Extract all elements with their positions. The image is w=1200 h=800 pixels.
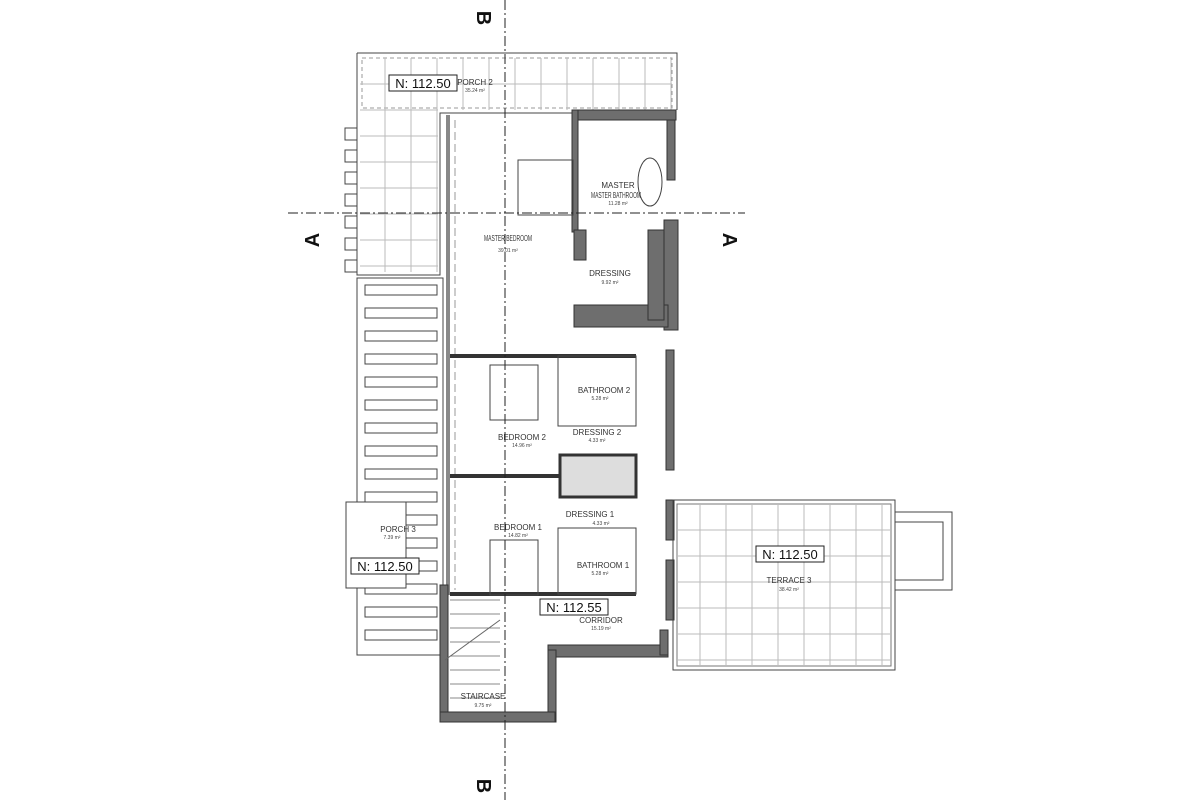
- room-label: BEDROOM 1: [494, 523, 543, 532]
- room-label: STAIRCASE: [461, 692, 506, 701]
- house-walls: [446, 109, 679, 723]
- svg-text:N: 112.55: N: 112.55: [546, 600, 601, 615]
- level-tag-porch2: N: 112.50: [388, 74, 458, 92]
- walkway-slat: [364, 629, 438, 641]
- room-label: MASTER BATHROOM: [591, 191, 641, 200]
- room-area: 38.42 m²: [779, 587, 799, 593]
- svg-text:N: 112.50: N: 112.50: [357, 559, 412, 574]
- room-area: 9.75 m²: [475, 703, 492, 709]
- step-block: [344, 171, 358, 185]
- porch-2-area: [344, 52, 678, 276]
- walkway-slat: [364, 284, 438, 296]
- step-block: [344, 149, 358, 163]
- level-tag-terrace3: N: 112.50: [755, 545, 825, 563]
- room-area: 4.33 m²: [589, 438, 606, 444]
- porch-3-outline: [345, 501, 407, 589]
- walkway-slat: [364, 468, 438, 480]
- room-label: MASTER BEDROOM: [484, 234, 532, 243]
- level-tag-porch3: N: 112.50: [350, 557, 420, 575]
- room-label: BATHROOM 1: [577, 561, 630, 570]
- room-area: 9.92 m²: [602, 280, 619, 286]
- room-area: 39.01 m²: [498, 248, 518, 254]
- porch-steps: [344, 127, 358, 273]
- room-area: 7.39 m²: [384, 535, 401, 541]
- side-walkway: [356, 277, 444, 656]
- room-label: BATHROOM 2: [578, 386, 631, 395]
- room-label: DRESSING: [589, 269, 631, 278]
- room-label: MASTER: [601, 181, 635, 190]
- room-label: DRESSING 2: [573, 428, 622, 437]
- step-block: [344, 237, 358, 251]
- svg-text:N: 112.50: N: 112.50: [395, 76, 450, 91]
- staircase-drawing: [439, 584, 556, 723]
- step-block: [344, 259, 358, 273]
- terrace-3-area: [672, 499, 953, 671]
- walkway-slat: [364, 445, 438, 457]
- bed-1: [489, 539, 539, 596]
- room-area: 35.24 m²: [465, 88, 485, 94]
- room-label: CORRIDOR: [579, 616, 623, 625]
- room-area: 15.19 m²: [591, 626, 611, 632]
- room-label: BEDROOM 2: [498, 433, 547, 442]
- level-tag-corridor: N: 112.55: [539, 598, 609, 616]
- step-block: [344, 193, 358, 207]
- room-area: 4.33 m²: [593, 521, 610, 527]
- section-mark-b-top: B: [472, 11, 494, 25]
- svg-text:N: 112.50: N: 112.50: [762, 547, 817, 562]
- room-label: DRESSING 1: [566, 510, 615, 519]
- bed-2: [489, 364, 539, 421]
- bathtub: [637, 157, 663, 207]
- walkway-slat: [364, 399, 438, 411]
- walkway-slat: [364, 422, 438, 434]
- walkway-slat: [364, 491, 438, 503]
- walkway-slat: [364, 353, 438, 365]
- room-label: PORCH 2: [457, 78, 493, 87]
- walkway-slat: [364, 330, 438, 342]
- room-label: PORCH 3: [380, 525, 416, 534]
- room-area: 14.96 m²: [512, 443, 532, 449]
- section-mark-a-left: A: [302, 233, 324, 247]
- grid-line: [444, 619, 501, 661]
- section-mark-b-bottom: B: [472, 779, 494, 793]
- room-area: 11.28 m²: [608, 201, 628, 207]
- section-mark-a-right: A: [718, 233, 740, 247]
- master-bed: [517, 159, 574, 216]
- room-label: TERRACE 3: [767, 576, 812, 585]
- room-area: 14.82 m²: [508, 533, 528, 539]
- walkway-slat: [364, 376, 438, 388]
- room-area: 5.28 m²: [592, 396, 609, 402]
- step-block: [344, 215, 358, 229]
- room-area: 5.28 m²: [592, 571, 609, 577]
- walkway-slat: [364, 307, 438, 319]
- step-block: [344, 127, 358, 141]
- walkway-slat: [364, 606, 438, 618]
